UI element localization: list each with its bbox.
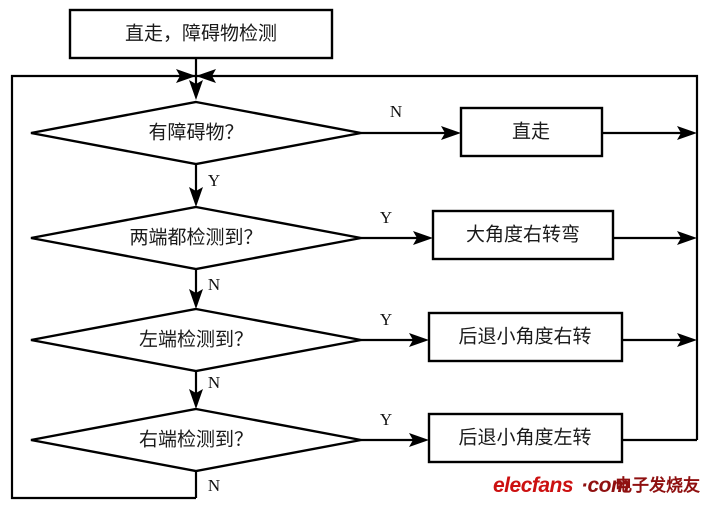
decision3-yes-label: Y bbox=[380, 310, 392, 329]
outer-loop-right-path bbox=[196, 74, 699, 440]
merge-arrow-from-left-icon bbox=[176, 69, 196, 83]
merge-arrow-from-right-icon bbox=[196, 69, 216, 83]
action-go-straight[interactable] bbox=[459, 106, 604, 158]
decision1-no-label: N bbox=[390, 102, 402, 121]
action-big-right-turn-label: 大角度右转弯 bbox=[466, 223, 580, 245]
action-back-small-left-turn-label: 后退小角度左转 bbox=[458, 426, 591, 448]
action-go-straight-label: 直走 bbox=[512, 120, 550, 142]
action-big-right-turn[interactable] bbox=[431, 209, 615, 261]
start-box[interactable] bbox=[68, 8, 334, 60]
start-box-label: 直走，障碍物检测 bbox=[125, 22, 277, 44]
decision4-yes-arrow-icon bbox=[409, 433, 429, 447]
decision4-no-label: N bbox=[208, 476, 220, 495]
decision-right-detected-label: 右端检测到？ bbox=[139, 428, 253, 450]
action1-return-arrow-icon bbox=[677, 126, 697, 140]
decision1-yes-label: Y bbox=[208, 171, 220, 190]
decision3-no-label: N bbox=[208, 373, 220, 392]
decision-has-obstacle-label: 有障碍物？ bbox=[148, 121, 243, 143]
decision4-yes-label: Y bbox=[380, 410, 392, 429]
start-to-decision1-arrow-icon bbox=[189, 80, 203, 100]
decision2-no-label: N bbox=[208, 275, 220, 294]
decision3-yes-arrow-icon bbox=[409, 333, 429, 347]
watermark-chinese: 电子发烧友 bbox=[615, 475, 700, 495]
watermark-brand: elecfans bbox=[493, 474, 573, 497]
outer-loop-left-path bbox=[10, 74, 196, 500]
decision-left-detected-label: 左端检测到？ bbox=[139, 328, 253, 350]
decision-both-sides-detected-label: 两端都检测到？ bbox=[129, 226, 262, 248]
decision2-yes-label: Y bbox=[380, 208, 392, 227]
action2-return-arrow-icon bbox=[677, 231, 697, 245]
action-back-small-left-turn[interactable] bbox=[427, 412, 624, 464]
decision2-no-arrow-icon bbox=[189, 289, 203, 309]
decision2-yes-arrow-icon bbox=[413, 231, 433, 245]
watermark-domain: ·com bbox=[581, 474, 629, 497]
decision3-no-arrow-icon bbox=[189, 389, 203, 409]
action-back-small-right-turn-label: 后退小角度右转 bbox=[458, 325, 591, 347]
decision1-yes-arrow-icon bbox=[189, 187, 203, 207]
action3-return-arrow-icon bbox=[677, 333, 697, 347]
decision1-no-arrow-icon bbox=[441, 126, 461, 140]
action-back-small-right-turn[interactable] bbox=[427, 311, 624, 363]
